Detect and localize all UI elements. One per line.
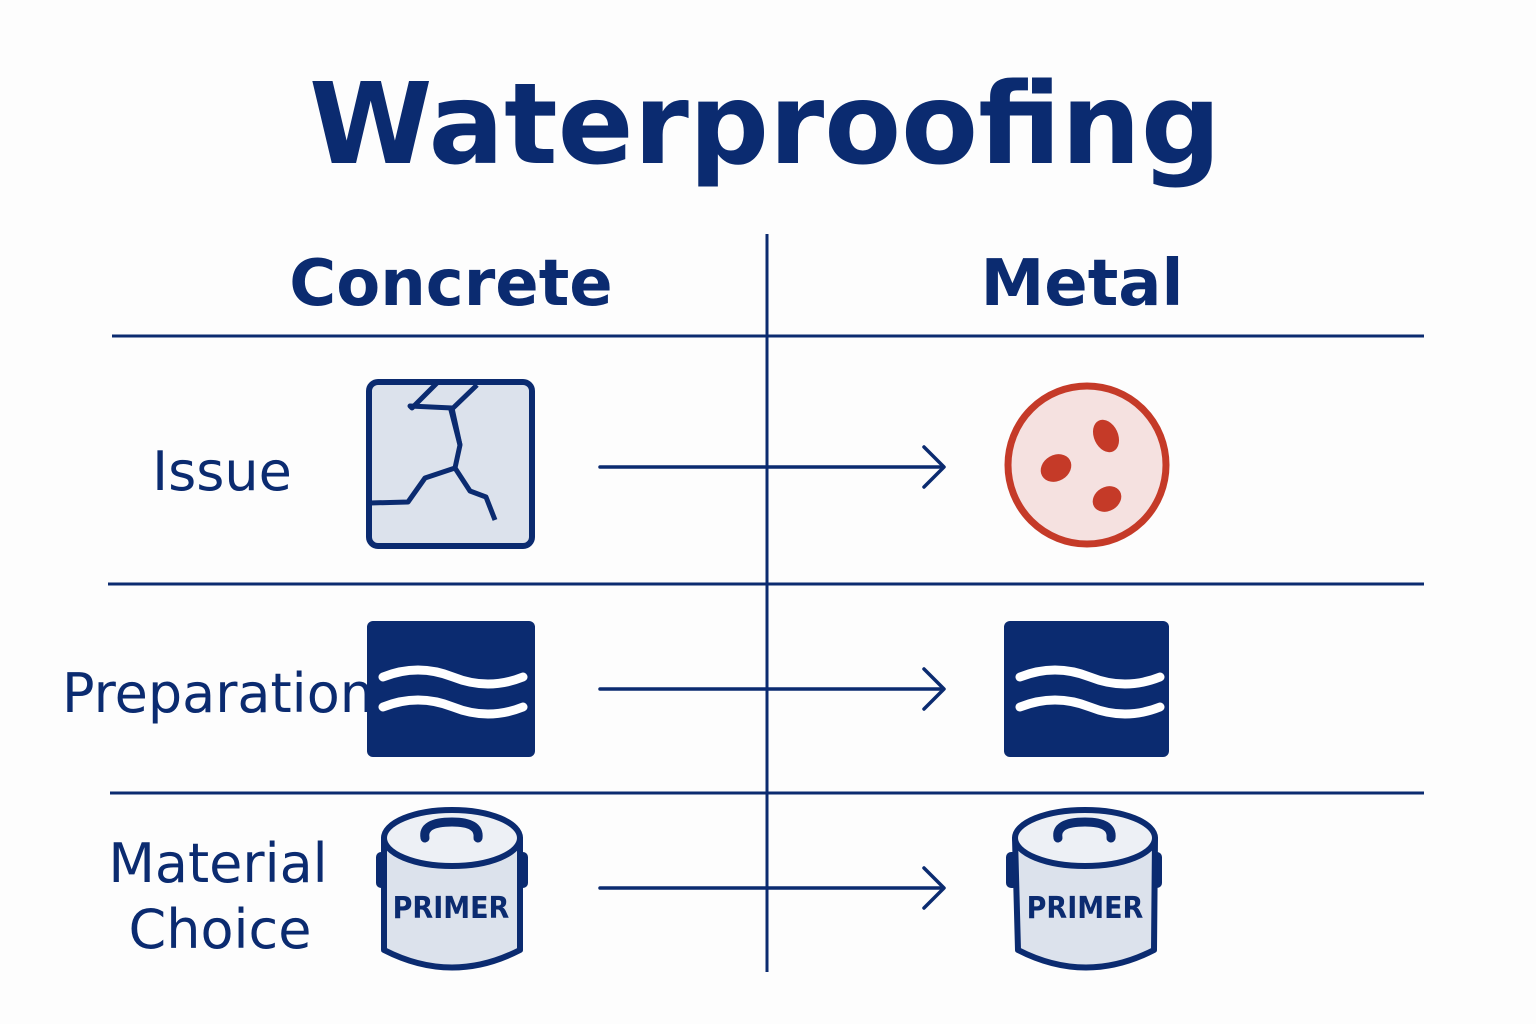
column-header-concrete: Concrete [289, 247, 612, 321]
water-wave-icon [1004, 621, 1169, 757]
can-label: PRIMER [1027, 891, 1144, 926]
grid-lines [108, 234, 1424, 972]
can-label: PRIMER [393, 891, 510, 926]
cracked-surface-icon [366, 379, 535, 549]
row-label-issue: Issue [152, 440, 292, 503]
row-label-choice: Choice [129, 898, 312, 961]
row-label-preparation: Preparation [62, 662, 374, 725]
column-header-metal: Metal [981, 247, 1184, 321]
primer-can-icon: PRIMER [376, 807, 528, 971]
arrow-right-icon [598, 866, 946, 910]
primer-can-icon: PRIMER [1006, 807, 1162, 971]
arrow-right-icon [598, 667, 946, 711]
water-wave-icon [367, 621, 535, 757]
row-label-material: Material [108, 832, 327, 895]
rust-spots-icon [1004, 382, 1170, 548]
page-title: Waterproofing [309, 60, 1221, 190]
arrow-right-icon [598, 445, 946, 489]
